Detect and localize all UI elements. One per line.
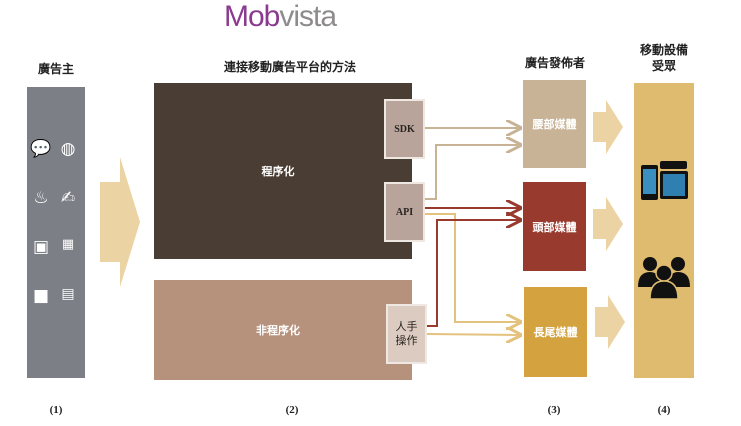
publisher-head: 頭部媒體: [523, 182, 586, 271]
camera-icon: ▣: [32, 237, 50, 257]
audience-bar: [634, 83, 694, 378]
footnote-1: (1): [49, 404, 63, 416]
newspaper-icon: ▤: [61, 286, 75, 302]
publisher-head-label: 頭部媒體: [532, 220, 577, 234]
advertisers-heading: 廣告主: [37, 62, 74, 76]
logo-part2: vista: [279, 0, 337, 33]
arrow-head-to-audience: [593, 197, 623, 251]
publishers-heading: 廣告發佈者: [524, 56, 585, 70]
food-icon: ♨: [33, 188, 49, 208]
programmatic-box: 程序化: [154, 83, 412, 259]
programmatic-label: 程序化: [261, 165, 295, 178]
api-label: API: [395, 206, 414, 218]
publisher-waist: 腰部媒體: [523, 80, 586, 168]
globe-icon: ◍: [60, 139, 76, 159]
footnote-3: (3): [547, 404, 561, 416]
arrow-longtail-to-audience: [595, 295, 625, 349]
methods-heading: 連接移動廣告平台的方法: [223, 60, 356, 74]
manual-label-line2: 操作: [395, 334, 418, 347]
api-box: API: [384, 182, 425, 242]
publisher-longtail-label: 長尾媒體: [533, 326, 578, 339]
footnote-2: (2): [285, 404, 299, 416]
sdk-label: SDK: [394, 123, 415, 135]
publisher-waist-label: 腰部媒體: [532, 118, 577, 131]
audience-heading-line2: 受眾: [651, 59, 676, 73]
non-programmatic-label: 非程序化: [256, 324, 300, 337]
mobile-devices-icon: [641, 161, 688, 200]
calendar-icon: ▦: [61, 237, 75, 252]
mobvista-logo: Mobvista: [224, 0, 337, 34]
publisher-longtail: 長尾媒體: [524, 287, 587, 377]
audience-heading: 移動設備受眾: [624, 42, 704, 74]
sdk-box: SDK: [384, 99, 425, 159]
audience-people-icon: [638, 257, 690, 299]
logo-part1: Mob: [224, 0, 280, 33]
big-arrow-advertisers: [100, 157, 140, 287]
manual-box: 人手操作: [386, 304, 427, 364]
manual-label-line1: 人手: [395, 320, 418, 333]
footnote-4: (4): [657, 404, 671, 416]
pen-icon: ✍: [60, 188, 76, 208]
non-programmatic-box: 非程序化: [154, 280, 412, 380]
shopping-bag-icon: ■: [32, 286, 50, 306]
advertisers-bar: 💬 ◍ ♨ ✍ ▣ ▦ ■ ▤: [27, 87, 85, 378]
audience-heading-line1: 移動設備: [639, 43, 688, 57]
arrow-waist-to-audience: [593, 100, 623, 154]
chat-icon: 💬: [30, 139, 52, 159]
